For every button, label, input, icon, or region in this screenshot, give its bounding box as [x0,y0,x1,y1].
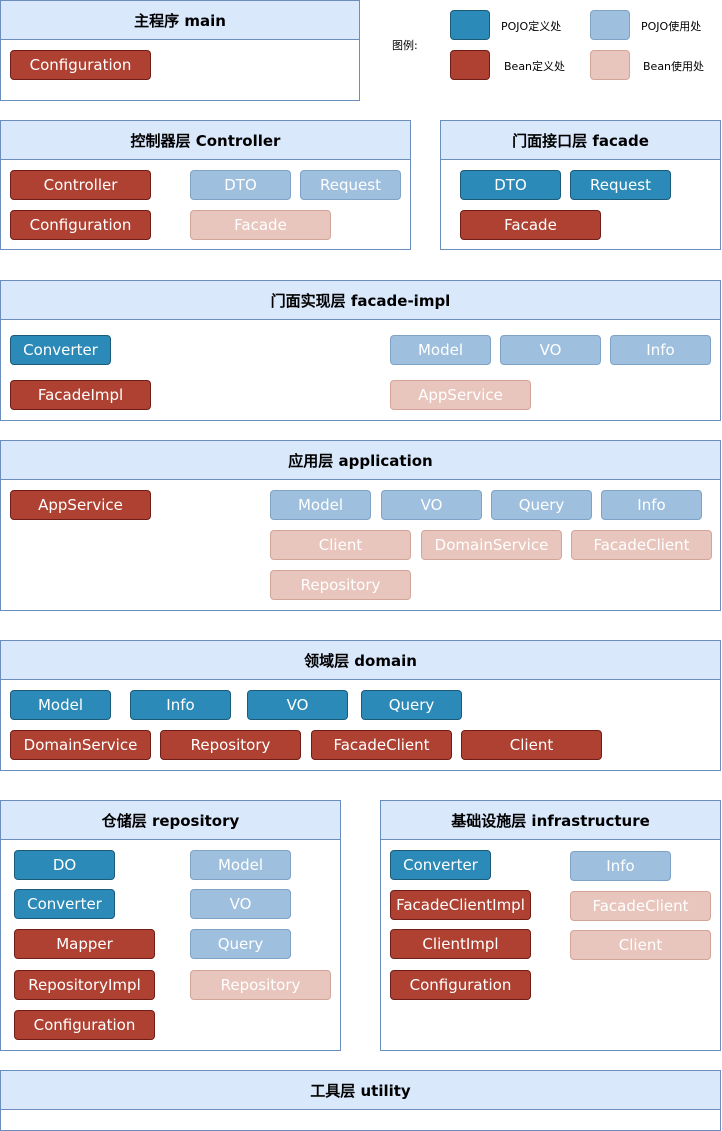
layer-title: 主程序 main [1,1,359,40]
component-configuration: Configuration [10,210,151,240]
layer-repository: 仓储层 repository DO Model Converter VO Map… [0,800,341,1051]
component-domain-service: DomainService [421,530,562,560]
layer-controller: 控制器层 Controller Controller DTO Request C… [0,120,411,250]
component-info: Info [570,851,671,881]
component-repository: Repository [160,730,301,760]
component-vo: VO [381,490,482,520]
layer-title: 控制器层 Controller [1,121,410,160]
layer-title: 门面实现层 facade-impl [1,281,720,320]
component-model: Model [390,335,491,365]
component-converter: Converter [10,335,111,365]
component-repository: Repository [270,570,411,600]
legend-label-bean-definition: Bean定义处 [504,60,566,73]
component-repository: Repository [190,970,331,1000]
component-configuration: Configuration [390,970,531,1000]
component-query: Query [361,690,462,720]
component-facade-client: FacadeClient [311,730,452,760]
layer-application: 应用层 application AppService Model VO Quer… [0,440,721,611]
component-client-impl: ClientImpl [390,929,531,959]
layer-title: 工具层 utility [1,1071,720,1110]
legend-swatch-bean-definition [450,50,490,80]
legend-swatch-pojo-definition [450,10,490,40]
layer-main: 主程序 main Configuration [0,0,360,101]
legend-label-bean-usage: Bean使用处 [643,60,705,73]
component-client: Client [270,530,411,560]
component-vo: VO [247,690,348,720]
component-configuration: Configuration [10,50,151,80]
component-repository-impl: RepositoryImpl [14,970,155,1000]
component-query: Query [190,929,291,959]
component-vo: VO [500,335,601,365]
component-domain-service: DomainService [10,730,151,760]
layer-utility: 工具层 utility [0,1070,721,1131]
component-info: Info [610,335,711,365]
component-info: Info [601,490,702,520]
component-info: Info [130,690,231,720]
component-converter: Converter [14,889,115,919]
layer-title: 基础设施层 infrastructure [381,801,720,840]
component-client: Client [570,930,711,960]
legend-label-pojo-usage: POJO使用处 [641,20,702,33]
layer-title: 应用层 application [1,441,720,480]
component-app-service: AppService [10,490,151,520]
component-model: Model [270,490,371,520]
layer-facade: 门面接口层 facade DTO Request Facade [440,120,721,250]
component-configuration: Configuration [14,1010,155,1040]
component-facade: Facade [190,210,331,240]
legend-swatch-bean-usage [590,50,630,80]
legend-title: 图例: [392,39,418,52]
layer-domain: 领域层 domain Model Info VO Query DomainSer… [0,640,721,771]
layer-title: 领域层 domain [1,641,720,680]
layer-title: 门面接口层 facade [441,121,720,160]
component-facade-impl: FacadeImpl [10,380,151,410]
component-query: Query [491,490,592,520]
layer-facade-impl: 门面实现层 facade-impl Converter Model VO Inf… [0,280,721,421]
component-facade: Facade [460,210,601,240]
component-model: Model [10,690,111,720]
component-dto: DTO [460,170,561,200]
component-do: DO [14,850,115,880]
component-controller: Controller [10,170,151,200]
component-app-service: AppService [390,380,531,410]
component-facade-client-impl: FacadeClientImpl [390,890,531,920]
component-facade-client: FacadeClient [571,530,712,560]
layer-infrastructure: 基础设施层 infrastructure Converter Info Faca… [380,800,721,1051]
component-dto: DTO [190,170,291,200]
layer-title: 仓储层 repository [1,801,340,840]
legend-swatch-pojo-usage [590,10,630,40]
component-converter: Converter [390,850,491,880]
component-facade-client: FacadeClient [570,891,711,921]
legend-label-pojo-definition: POJO定义处 [501,20,562,33]
component-vo: VO [190,889,291,919]
component-request: Request [570,170,671,200]
component-mapper: Mapper [14,929,155,959]
component-model: Model [190,850,291,880]
component-request: Request [300,170,401,200]
component-client: Client [461,730,602,760]
